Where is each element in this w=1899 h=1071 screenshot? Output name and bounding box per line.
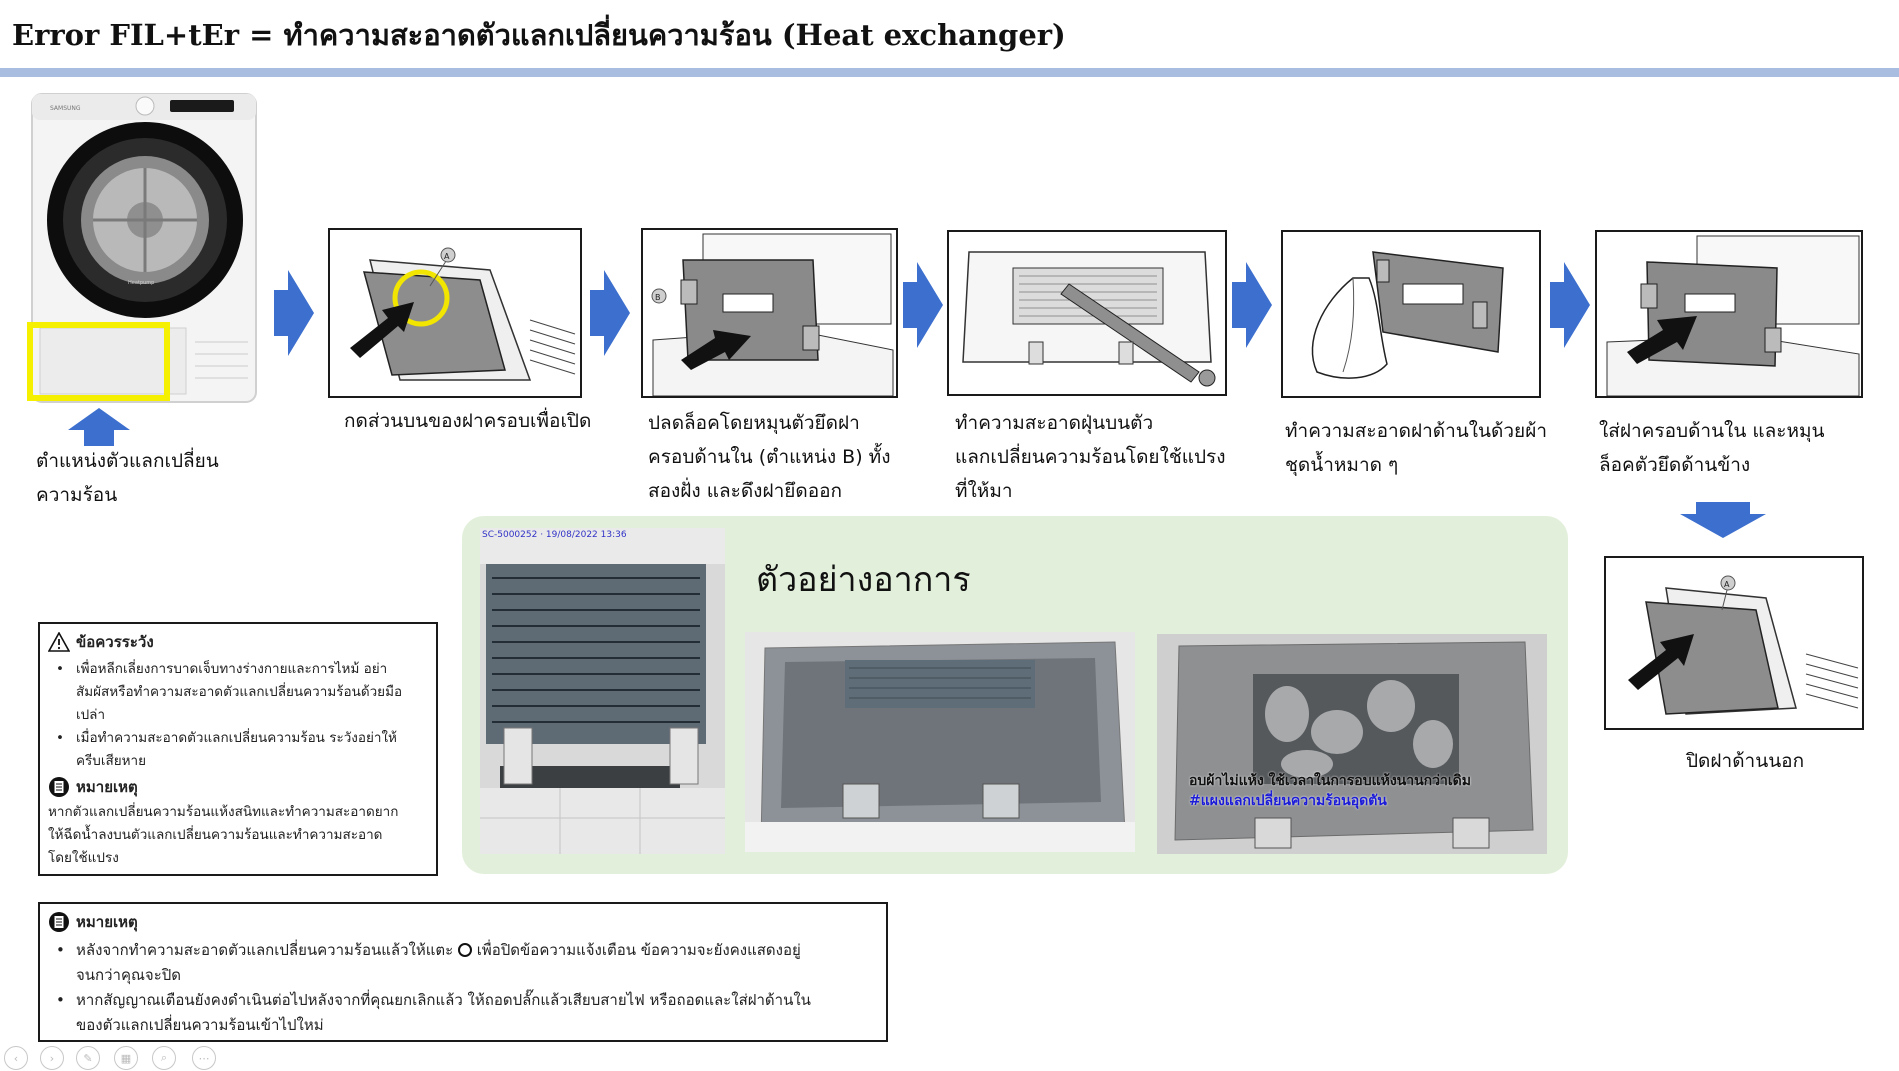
photo-caption-line-1: อบผ้าไม่แห้ง ใช้เวลาในการอบแห้งนานกว่าเด… [1189,773,1471,789]
example-photo-1: SC-5000252 · 19/08/2022 13:36 [480,528,725,854]
caution-note-text: หากตัวแลกเปลี่ยนความร้อนแห้งสนิทและทำควา… [48,804,399,866]
example-photo-3: อบผ้าไม่แห้ง ใช้เวลาในการอบแห้งนานกว่าเด… [1157,634,1547,854]
flow-arrow-icon [274,270,314,356]
note-item: หลังจากทำความสะอาดตัวแลกเปลี่ยนความร้อนแ… [48,938,878,988]
step-6-caption: ปิดฝาด้านนอก [1686,750,1805,772]
note-icon [49,912,69,932]
caution-heading: ข้อควรระวัง [48,630,428,654]
caution-item: เมื่อทำความสะอาดตัวแลกเปลี่ยนความร้อน ระ… [48,727,428,773]
step-4-illustration [1281,230,1541,398]
flow-arrow-icon [590,270,630,356]
pen-icon[interactable]: ✎ [76,1046,100,1070]
step-1-illustration: A [328,228,582,398]
prev-slide-icon[interactable]: ‹ [4,1046,28,1070]
marker-label: A [444,252,450,261]
step-5-illustration [1595,230,1863,398]
note-item: หากสัญญาณเตือนยังคงดำเนินต่อไปหลังจากที่… [48,988,878,1038]
step-3-illustration [947,230,1227,396]
marker-label: B [655,293,661,302]
caution-box: ข้อควรระวัง เพื่อหลีกเลี่ยงการบาดเจ็บทาง… [38,622,438,876]
photo-timestamp: SC-5000252 · 19/08/2022 13:36 [482,530,627,540]
note-heading: หมายเหตุ [48,775,428,799]
up-arrow-icon [68,408,130,446]
title-rule [0,68,1899,77]
step-2-illustration: B [641,228,898,398]
note-icon [49,777,69,797]
circle-icon [457,943,472,957]
marker-label: A [1724,580,1730,589]
flow-arrow-icon [903,262,943,348]
example-photo-2 [745,632,1135,852]
next-slide-icon[interactable]: › [40,1046,64,1070]
zoom-icon[interactable]: ⌕ [152,1046,176,1070]
page-title: Error FIL+tEr = ทำความสะอาดตัวแลกเปลี่ยน… [12,18,1066,52]
examples-title: ตัวอย่างอาการ [756,560,971,600]
step-3-caption: ทำความสะอาดฝุ่นบนตัว แลกเปลี่ยนความร้อนโ… [955,412,1226,502]
photo-caption-line-2: #แผงแลกเปลี่ยนความร้อนอุดตัน [1189,793,1387,809]
down-arrow-icon [1680,502,1766,538]
caution-item: เพื่อหลีกเลี่ยงการบาดเจ็บทางร่างกายและกา… [48,658,428,727]
dryer-label: Heatpump [128,280,154,286]
dryer-caption: ตำแหน่งตัวแลกเปลี่ยน ความร้อน [36,450,219,506]
note-heading: หมายเหตุ [48,910,878,934]
step-2-caption: ปลดล็อคโดยหมุนตัวยึดฝา ครอบด้านใน (ตำแหน… [648,412,891,502]
warning-icon [48,632,70,652]
flow-arrow-icon [1232,262,1272,348]
step-5-caption: ใส่ฝาครอบด้านใน และหมุน ล็อคตัวยึดด้านข้… [1599,420,1825,476]
slides-grid-icon[interactable]: ▦ [114,1046,138,1070]
step-4-caption: ทำความสะอาดฝาด้านในด้วยผ้า ชุดน้ำหมาด ๆ [1285,420,1547,476]
more-options-icon[interactable]: ⋯ [192,1046,216,1070]
flow-arrow-icon [1550,262,1590,348]
dryer-brand: SAMSUNG [50,105,81,112]
heat-exchanger-highlight [27,322,170,401]
step-6-illustration: A [1604,556,1864,730]
step-1-caption: กดส่วนบนของฝาครอบเพื่อเปิด [344,410,592,432]
note-box: หมายเหตุ หลังจากทำความสะอาดตัวแลกเปลี่ยน… [38,902,888,1042]
